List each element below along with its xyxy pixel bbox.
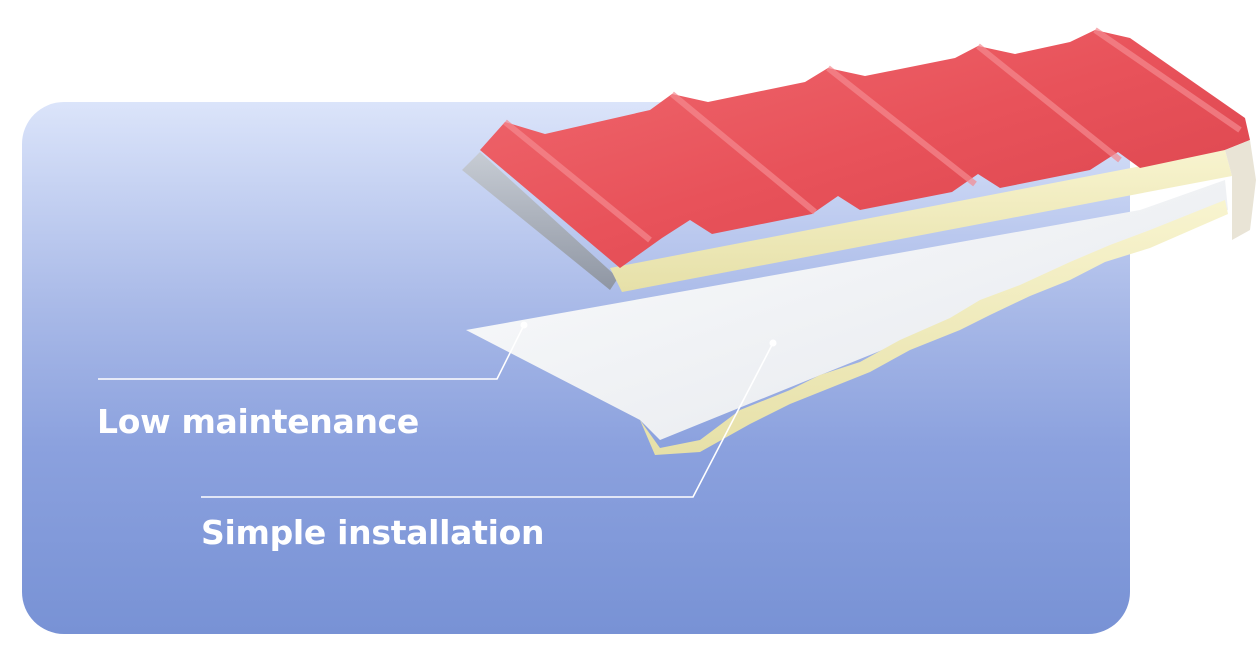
feature-label-simple-installation: Simple installation bbox=[201, 513, 545, 552]
upper-panel bbox=[462, 27, 1256, 292]
feature-label-low-maintenance: Low maintenance bbox=[97, 402, 419, 441]
callout-lines bbox=[98, 321, 777, 498]
lower-panel bbox=[466, 180, 1228, 455]
